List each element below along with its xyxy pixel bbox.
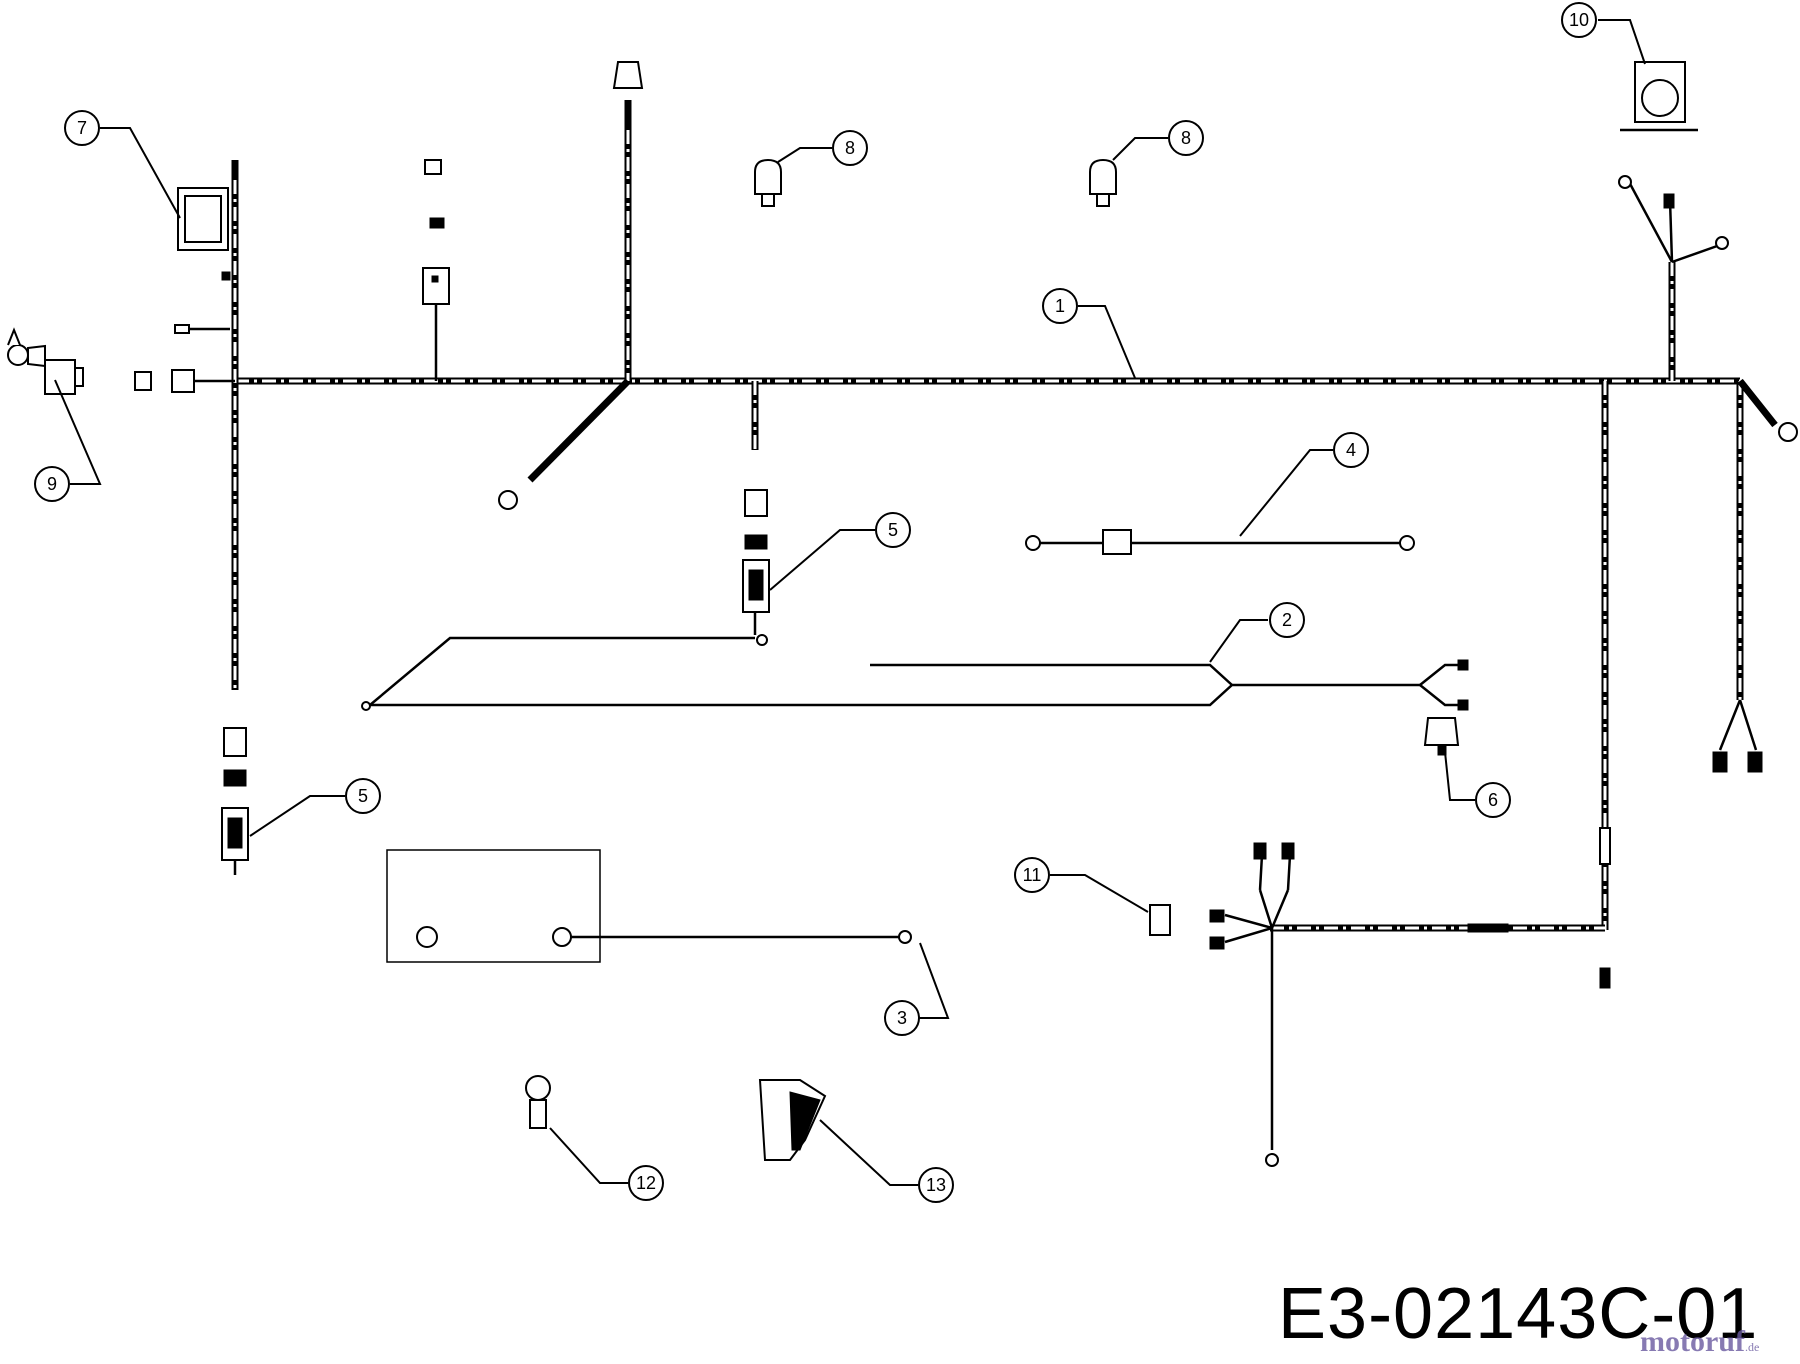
bulb-left — [754, 158, 782, 207]
callout-3: 3 — [884, 1000, 920, 1036]
watermark-suffix: .de — [1744, 1340, 1760, 1354]
callout-8-left: 8 — [832, 130, 868, 166]
svg-text:13: 13 — [926, 1175, 946, 1195]
drawing-code: E3-02143C-01 — [1278, 1274, 1759, 1354]
callout-1: 1 — [1042, 288, 1078, 324]
ignition-switch — [7, 327, 84, 395]
svg-text:5: 5 — [358, 786, 368, 806]
battery-cable-3 — [552, 927, 912, 947]
svg-text:1: 1 — [1055, 296, 1065, 316]
callout-8-right: 8 — [1168, 120, 1204, 156]
right-bottom-connectors — [1712, 699, 1763, 773]
callout-5-top: 5 — [875, 512, 911, 548]
svg-text:8: 8 — [845, 138, 855, 158]
battery — [386, 849, 601, 963]
callout-12: 12 — [628, 1165, 664, 1201]
lever-handle — [758, 1079, 827, 1161]
callout-2: 2 — [1269, 602, 1305, 638]
callout-10: 10 — [1561, 2, 1597, 38]
ring-terminal-left — [498, 490, 518, 510]
callout-5-bottom: 5 — [345, 778, 381, 814]
watermark-logo: motoruf.de — [1640, 1325, 1759, 1359]
horn — [1620, 61, 1698, 132]
callout-7: 7 — [64, 110, 100, 146]
svg-text:8: 8 — [1181, 128, 1191, 148]
svg-text:7: 7 — [77, 118, 87, 138]
callout-9: 9 — [34, 466, 70, 502]
leader-lines — [54, 19, 1646, 1186]
callout-13: 13 — [918, 1167, 954, 1203]
watermark-brand: motoruf — [1640, 1325, 1745, 1358]
seat-switch — [1423, 717, 1460, 756]
svg-text:10: 10 — [1569, 10, 1589, 30]
callout-6: 6 — [1475, 782, 1511, 818]
svg-text:9: 9 — [47, 474, 57, 494]
svg-text:5: 5 — [888, 520, 898, 540]
svg-text:3: 3 — [897, 1008, 907, 1028]
relay-bottom — [221, 727, 249, 875]
pto-switch-wires — [1149, 827, 1611, 1167]
gauge-unit — [177, 187, 231, 281]
callout-11: 11 — [1014, 857, 1050, 893]
right-wire-bundle — [1618, 175, 1798, 442]
knob — [525, 1075, 551, 1129]
svg-text:11: 11 — [1023, 865, 1042, 885]
bulb-right — [1089, 158, 1117, 207]
svg-text:12: 12 — [636, 1173, 656, 1193]
fuse-holder — [422, 159, 450, 381]
main-switch-connectors — [134, 324, 235, 393]
svg-text:4: 4 — [1346, 440, 1356, 460]
top-connector — [612, 61, 644, 89]
harness-2 — [361, 636, 1469, 711]
callout-4: 4 — [1333, 432, 1369, 468]
battery-cable-4 — [1025, 529, 1415, 555]
svg-text:2: 2 — [1282, 610, 1292, 630]
relay-top — [742, 489, 770, 646]
svg-text:6: 6 — [1488, 790, 1498, 810]
main-harness — [231, 100, 1778, 932]
